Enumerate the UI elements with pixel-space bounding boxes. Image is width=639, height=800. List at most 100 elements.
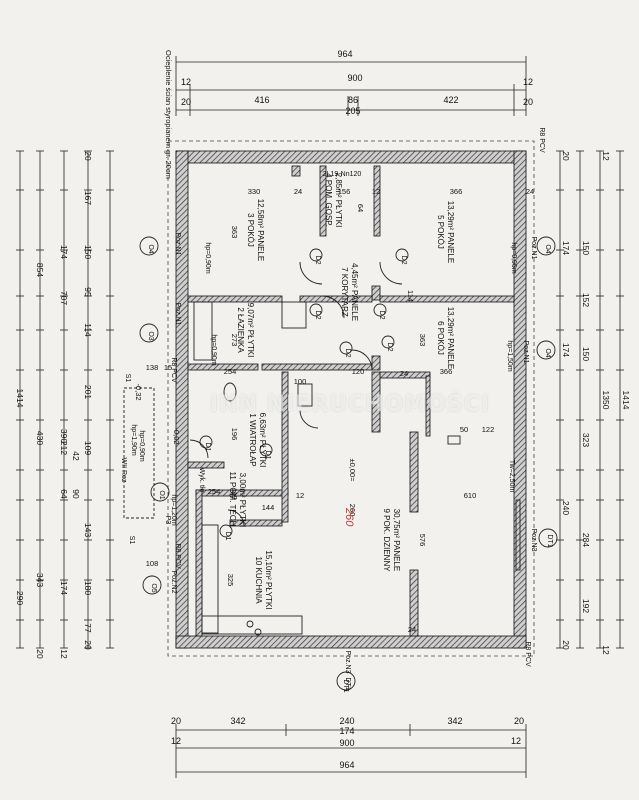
left-dim-value: 343 bbox=[35, 573, 45, 587]
right-dim-value: 174 bbox=[561, 343, 571, 357]
top-dim-20b: 20 bbox=[523, 97, 533, 107]
door-code: D1 bbox=[264, 451, 271, 460]
window-code: O4 bbox=[544, 244, 551, 253]
room-area-floor: 4,45m² PANELE bbox=[350, 263, 359, 321]
height-label: hp=0,90m bbox=[510, 242, 517, 273]
left-dim-value: 180 bbox=[83, 581, 93, 595]
wall-segment bbox=[371, 355, 381, 371]
right-dim-value: 284 bbox=[581, 533, 591, 547]
right-dim-value: 1350 bbox=[601, 391, 611, 410]
bottom-dim-left: 342 bbox=[230, 716, 245, 726]
position-label: Poz.N1 bbox=[530, 237, 537, 260]
right-dim-value: 323 bbox=[581, 433, 591, 447]
right-dim-value: 174 bbox=[561, 241, 571, 255]
left-dim-value: 95 bbox=[83, 287, 93, 297]
wall-segment bbox=[281, 371, 289, 523]
bottom-dimensions: 20 342 240 174 342 20 12 900 12 964 bbox=[171, 716, 524, 770]
door-code: D2 bbox=[378, 311, 385, 320]
inner-dim-value: 120 bbox=[352, 367, 365, 376]
inner-dim-value: 260 bbox=[348, 504, 357, 517]
position-label: Poz.N3 bbox=[530, 529, 537, 552]
door-code: D2 bbox=[400, 256, 407, 265]
left-dim-value: 430 bbox=[35, 431, 45, 445]
top-dim-mid: 86 bbox=[348, 95, 358, 105]
bottom-dim-20a: 20 bbox=[171, 716, 181, 726]
room-name: 3 POKÓJ bbox=[246, 213, 255, 247]
room-name: 10 KUCHNIA bbox=[254, 556, 263, 604]
inner-dim-value: 254 bbox=[224, 367, 237, 376]
window-code: O1 bbox=[158, 490, 165, 499]
inner-dim-value: 576 bbox=[418, 534, 427, 547]
left-dim-value: 150 bbox=[83, 245, 93, 259]
right-dim-value: 240 bbox=[561, 501, 571, 515]
room-area-floor: 2,85m² PŁYTKI bbox=[334, 173, 343, 228]
wall-segment bbox=[187, 295, 283, 303]
right-dim-value: 150 bbox=[581, 347, 591, 361]
position-label: P3 bbox=[164, 516, 171, 525]
right-dim-value: 20 bbox=[561, 640, 571, 650]
room-name: 5 POKÓJ bbox=[436, 215, 445, 249]
inner-dim-value: 114 bbox=[406, 290, 415, 302]
inner-dim-value: 138 bbox=[146, 363, 159, 372]
walls bbox=[167, 140, 535, 657]
top-dim-mid-sub: 205 bbox=[345, 106, 360, 116]
position-label: R8 PCV bbox=[524, 641, 531, 667]
door-marker bbox=[309, 303, 323, 317]
svg-text:Ocieplenie ścian styropianem g: Ocieplenie ścian styropianem gr. 20cm bbox=[164, 50, 173, 179]
left-dim-value: 109 bbox=[83, 441, 93, 455]
right-dim-value: 12 bbox=[601, 151, 611, 161]
inner-dim-value: 12 bbox=[296, 491, 304, 500]
door-code: D2 bbox=[314, 256, 321, 265]
inner-dim-value: 50 bbox=[460, 425, 468, 434]
position-label: R8 PCV bbox=[170, 357, 177, 383]
room-name: 1 WIATROŁAP bbox=[248, 413, 257, 466]
height-label: hp=0,90m bbox=[204, 242, 211, 273]
door-swing bbox=[351, 349, 373, 371]
room-label: 4 POM. GOSP.2,85m² PŁYTKI bbox=[324, 173, 343, 228]
inner-dim-value: 108 bbox=[146, 559, 159, 568]
wall-segment bbox=[187, 363, 259, 371]
watermark-text: INN NIERUCHOMOŚCI bbox=[209, 392, 491, 417]
window-code: DT1 bbox=[344, 677, 351, 690]
room-name: 7 KORYTARZ bbox=[340, 267, 349, 317]
bottom-dim-12b: 12 bbox=[511, 736, 521, 746]
window-marker bbox=[536, 236, 556, 256]
inner-dim-value: 144 bbox=[262, 503, 275, 512]
height-label: WII Roz bbox=[120, 458, 127, 483]
door-swing bbox=[189, 439, 209, 459]
wall-segment bbox=[379, 295, 515, 303]
wall-segment bbox=[291, 165, 301, 177]
inner-dim-value: 24 bbox=[408, 625, 416, 634]
bathtub bbox=[193, 301, 213, 361]
window-marker bbox=[336, 671, 356, 691]
position-label: Poz.N2 bbox=[170, 571, 177, 594]
height-label: hp=0,90m bbox=[138, 430, 145, 461]
outer-contour bbox=[167, 140, 535, 657]
room-name: 2 ŁAZIENKA bbox=[236, 307, 245, 353]
door-marker bbox=[219, 524, 233, 538]
window-marker bbox=[142, 575, 162, 595]
position-label: S1 bbox=[124, 374, 131, 383]
inner-dim-value: -0,02 bbox=[172, 427, 181, 444]
room-area-floor: 12,58m² PANELE bbox=[256, 199, 265, 262]
wall-segment bbox=[195, 489, 203, 637]
room-area-floor: 30,75m² PANELE bbox=[392, 509, 401, 572]
window-code: DT1 bbox=[546, 534, 553, 547]
cooktop-burner bbox=[254, 628, 262, 636]
height-label: hp=1,20m bbox=[170, 494, 177, 525]
door-code: D1 bbox=[204, 443, 211, 452]
left-dim-value: 174 bbox=[59, 245, 69, 259]
top-dim-total: 964 bbox=[337, 49, 352, 59]
inner-dim-value: 100 bbox=[294, 377, 307, 386]
left-dim-value: 174 bbox=[59, 581, 69, 595]
left-dim-value: 1414 bbox=[15, 389, 25, 408]
cooktop-burner bbox=[246, 620, 254, 628]
inner-dim-value: -0,32 bbox=[134, 383, 143, 400]
right-dim-value: 20 bbox=[561, 151, 571, 161]
